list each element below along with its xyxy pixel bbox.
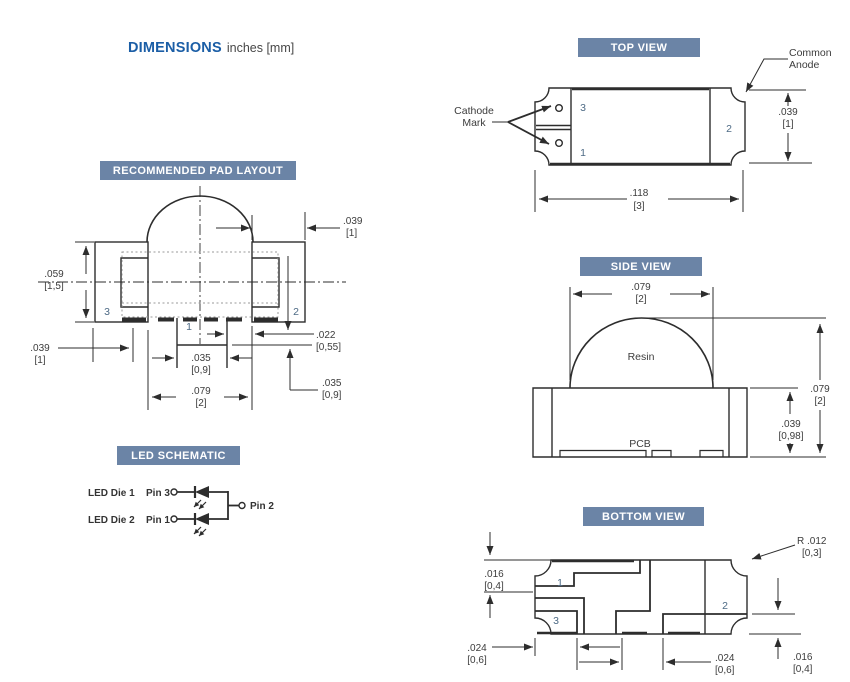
bottom-center-dim-mm: [0,6] <box>715 665 735 676</box>
pad-gap-mm: [0,55] <box>316 342 341 353</box>
top-view-width-in: .118 <box>630 188 649 199</box>
pad-center-mm: [0,9] <box>191 365 211 376</box>
bottom-view-pad2-label: 2 <box>722 600 728 612</box>
pin1-terminal <box>170 515 178 523</box>
bottom-left-dim-in: .024 <box>467 643 487 654</box>
cathode-mark-label-2: Mark <box>462 117 486 129</box>
dome-width-mm: [2] <box>635 294 646 305</box>
package-body-phantom <box>121 251 279 318</box>
edge-gap-mm: [0,4] <box>484 581 504 592</box>
top-view-pin2-label: 2 <box>726 123 732 135</box>
diode1-symbol <box>195 486 209 498</box>
cathode-arrow-top <box>507 105 552 123</box>
top-view-height-in: .039 <box>778 107 798 118</box>
bottom-right-dim-mm: [0,4] <box>793 664 813 675</box>
schematic-pin2-label: Pin 2 <box>250 501 274 512</box>
top-view-pin1-label: 1 <box>580 147 586 159</box>
pad-offset-mm: [1] <box>34 355 45 366</box>
pad1-trace <box>535 560 641 587</box>
total-height-mm: [2] <box>814 396 825 407</box>
pin2-terminal <box>238 501 246 510</box>
pad-height-in: .059 <box>44 269 64 280</box>
led-die1-label: LED Die 1 <box>88 488 135 499</box>
dome-width-in: .079 <box>631 282 651 293</box>
pad-width-mm: [1] <box>346 228 357 239</box>
cathode-arrow-bottom <box>507 121 550 145</box>
top-view-drawing: 3 1 2 Cathode Mark Common Anode .039 [1]… <box>454 47 832 212</box>
pad-span-in: .079 <box>191 386 211 397</box>
resin-label: Resin <box>628 351 655 363</box>
schematic-pin3-label: Pin 3 <box>146 488 170 499</box>
pad-gap-in: .022 <box>316 330 336 341</box>
title-dimensions: DIMENSIONS <box>128 40 222 56</box>
pin3-terminal <box>170 488 178 496</box>
bottom-view-drawing: 1 3 2 R .012 [0,3] .016 [0,4] .024 [0,6]… <box>467 532 827 676</box>
bottom-view-pad3-label: 3 <box>553 615 559 627</box>
corner-radius-mm: [0,3] <box>802 548 822 559</box>
top-view-height-mm: [1] <box>782 119 793 130</box>
diode1-emission-arrow <box>193 499 202 508</box>
cathode-mark-dot-top <box>555 103 564 112</box>
diode2-symbol <box>195 513 209 525</box>
led-schematic-drawing: LED Die 1 LED Die 2 Pin 3 Pin 1 Pin 2 <box>88 486 274 537</box>
resin-dome-arc <box>569 317 714 389</box>
pad-layout-pad3-label: 3 <box>104 306 110 318</box>
bottom-left-dim-mm: [0,6] <box>467 655 487 666</box>
header-side-view: SIDE VIEW <box>580 257 702 276</box>
header-bottom-view: BOTTOM VIEW <box>583 507 704 526</box>
pcb-height-mm: [0,98] <box>778 431 803 442</box>
bottom-view-package-outline <box>534 559 748 635</box>
schematic-pin1-label: Pin 1 <box>146 515 170 526</box>
top-view-package-outline <box>534 87 746 166</box>
pad-center-in: .035 <box>191 353 211 364</box>
common-anode-label-2: Anode <box>789 59 820 71</box>
common-anode-label-1: Common <box>789 47 832 59</box>
diode2-emission-arrow <box>193 526 202 535</box>
pad-span-mm: [2] <box>195 398 206 409</box>
pcb-height-in: .039 <box>781 419 801 430</box>
side-view-drawing: Resin PCB .079 [2] .079 [2] .039 [0,98] <box>532 282 830 458</box>
cathode-mark-label-1: Cathode <box>454 105 494 117</box>
header-pad-layout: RECOMMENDED PAD LAYOUT <box>100 161 296 180</box>
side-view-pcb-outline <box>532 387 748 458</box>
header-top-view: TOP VIEW <box>578 38 700 57</box>
total-height-in: .079 <box>810 384 830 395</box>
bottom-right-dim-in: .016 <box>793 652 813 663</box>
pad-height-mm: [1,5] <box>44 281 64 292</box>
pad-drop-mm: [0,9] <box>322 390 342 401</box>
led-die2-label: LED Die 2 <box>88 515 135 526</box>
pad-drop-in: .035 <box>322 378 342 389</box>
bottom-view-pad1-label: 1 <box>557 577 563 589</box>
page-title: DIMENSIONS inches [mm] <box>128 39 294 57</box>
cathode-mark-dot-bottom <box>555 138 564 147</box>
edge-gap-in: .016 <box>484 569 504 580</box>
header-led-schematic: LED SCHEMATIC <box>117 446 240 465</box>
pad3-trace <box>535 610 578 634</box>
bottom-center-dim-in: .024 <box>715 653 735 664</box>
pad-offset-in: .039 <box>30 343 50 354</box>
top-view-pin3-label: 3 <box>580 102 586 114</box>
pcb-label: PCB <box>629 438 651 450</box>
title-units: inches [mm] <box>226 41 295 55</box>
pad2-trace <box>662 613 747 634</box>
pad-width-in: .039 <box>343 216 363 227</box>
corner-radius-in: R .012 <box>797 536 827 547</box>
common-anode-leader <box>745 58 788 93</box>
pad-layout-pad1-label: 1 <box>186 321 192 333</box>
pad-layout-pad2-label: 2 <box>293 306 299 318</box>
radius-leader <box>751 544 796 560</box>
pad-layout-drawing: 3 2 1 .059 [1,5] .039 [1] .022 [0,55] .0… <box>30 186 363 410</box>
top-view-width-mm: [3] <box>633 201 644 212</box>
